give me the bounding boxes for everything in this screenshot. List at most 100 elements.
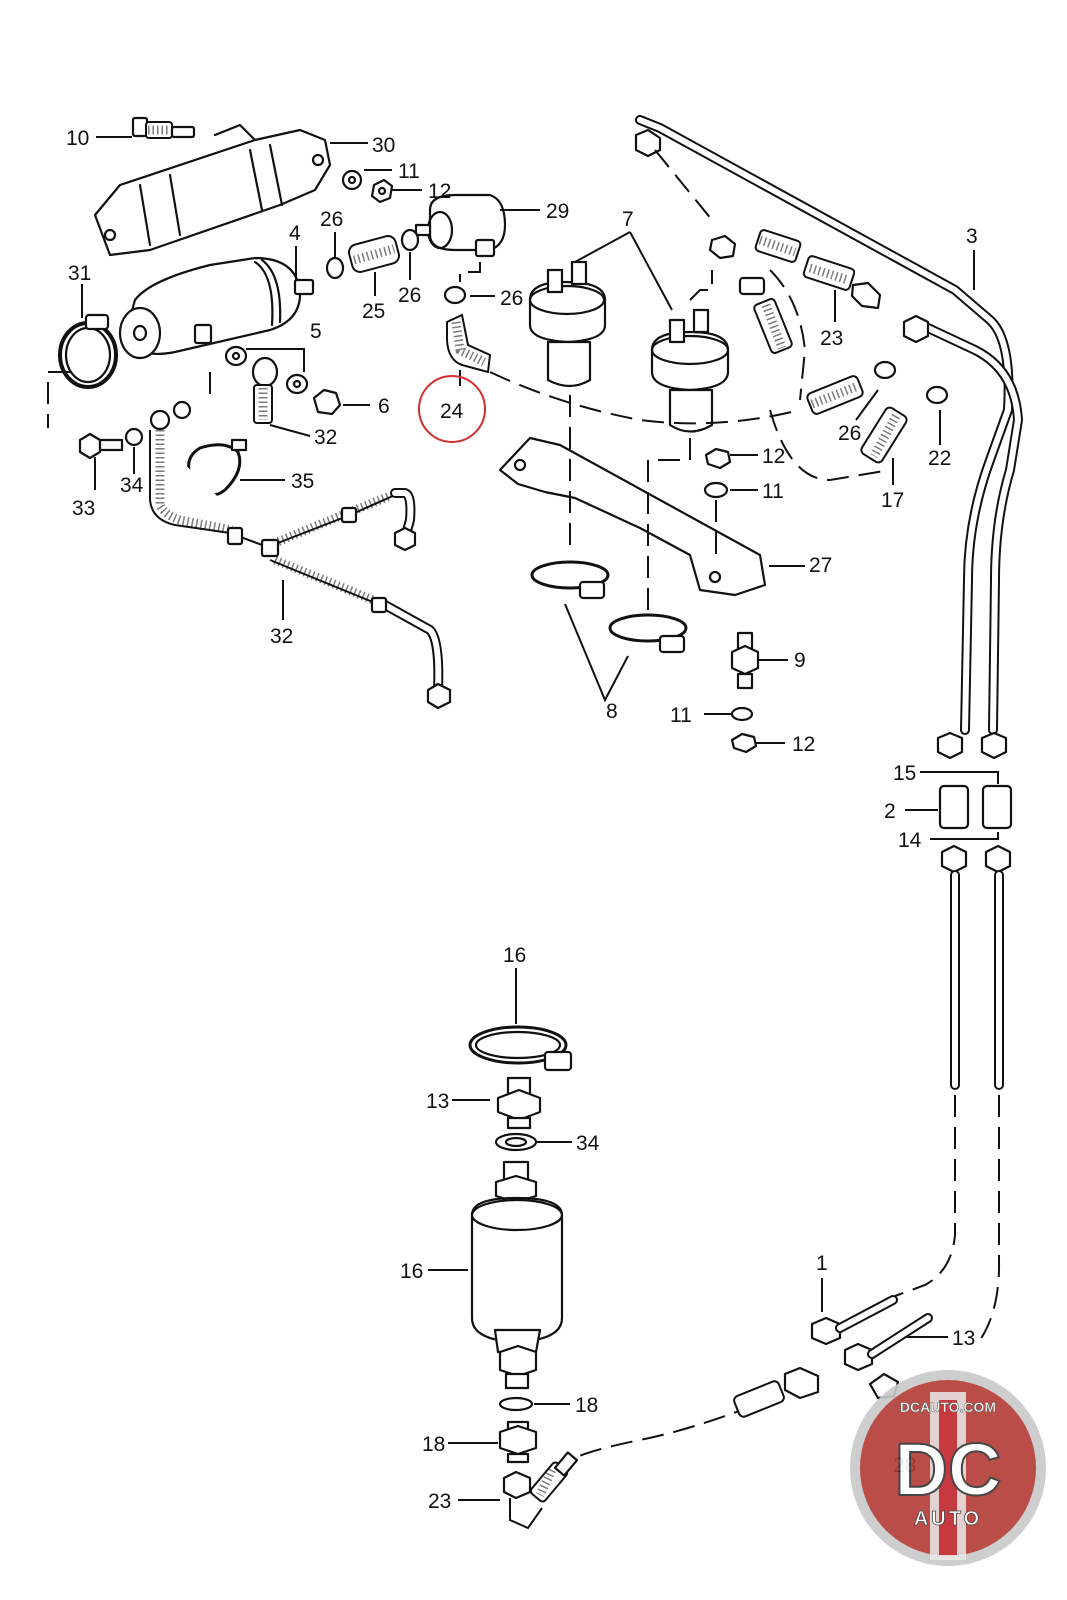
part-3-fuel-lines bbox=[634, 115, 1023, 760]
part-5-washer-b bbox=[285, 373, 309, 395]
part-14-fuel-lines bbox=[940, 844, 1012, 1090]
callout-12-top: 12 bbox=[428, 180, 451, 203]
routing-line-upper-right bbox=[654, 149, 713, 221]
callout-23-a: 23 bbox=[820, 327, 843, 350]
part-26-hose-short bbox=[806, 375, 864, 415]
routing-line-right bbox=[894, 1095, 956, 1297]
routing-vertical-3 bbox=[655, 438, 691, 461]
part-hose-vertical-mid bbox=[738, 276, 793, 355]
banjo-fitting-left bbox=[149, 409, 171, 431]
callout-11-middle: 11 bbox=[762, 480, 784, 503]
callout-27: 27 bbox=[809, 554, 832, 577]
callout-12-middle: 12 bbox=[762, 445, 785, 468]
part-19-washer bbox=[498, 1396, 534, 1412]
callout-24: 24 bbox=[440, 400, 464, 423]
highlight-circle-24 bbox=[418, 375, 486, 443]
part-33-bolt bbox=[78, 432, 124, 460]
part-12-nut-top bbox=[370, 178, 394, 204]
leader-lines bbox=[81, 136, 999, 1501]
watermark-letters: DC bbox=[895, 1428, 1002, 1511]
callout-22: 22 bbox=[928, 447, 951, 470]
routing-line-right-2 bbox=[979, 1095, 1001, 1341]
routing-line-bottom bbox=[569, 1404, 756, 1461]
group-bracket-left bbox=[47, 371, 211, 428]
callout-25: 25 bbox=[362, 300, 385, 323]
part-26-clamp-a bbox=[325, 256, 345, 280]
part-26-clamp-d bbox=[873, 360, 897, 380]
callout-30: 30 bbox=[372, 134, 395, 157]
callout-17: 13 bbox=[426, 1090, 449, 1113]
part-23-elbow bbox=[502, 1451, 579, 1530]
part-4-fuel-pump bbox=[118, 256, 315, 360]
callout-1: 1 bbox=[816, 1252, 828, 1275]
part-26-clamp-b bbox=[400, 228, 420, 252]
part-30-bracket bbox=[93, 123, 332, 257]
part-12-nut-middle bbox=[704, 447, 732, 470]
callout-labels: 10 30 11 12 29 26 4 25 26 26 31 5 6 32 2… bbox=[66, 127, 978, 1513]
callout-10: 10 bbox=[66, 127, 89, 150]
callout-33: 33 bbox=[72, 497, 95, 520]
callout-35: 35 bbox=[291, 470, 314, 493]
callout-4: 4 bbox=[289, 222, 301, 245]
part-8-clamp-right bbox=[608, 613, 688, 654]
callout-16: 16 bbox=[400, 1260, 423, 1283]
part-6-nut bbox=[312, 388, 342, 416]
part-17-fitting bbox=[496, 1076, 542, 1130]
part-21-hose bbox=[860, 406, 908, 464]
part-22-clamp bbox=[925, 385, 949, 405]
part-12-nut-lower bbox=[730, 732, 758, 754]
callout-2: 2 bbox=[884, 800, 896, 823]
part-34-washer-lower bbox=[494, 1132, 538, 1152]
part-20-clamp bbox=[468, 1025, 573, 1072]
callout-32-b: 32 bbox=[270, 625, 293, 648]
part-26-clamp-c bbox=[443, 285, 467, 305]
part-11-washer-top bbox=[341, 169, 363, 191]
callout-12-lower: 12 bbox=[792, 733, 815, 756]
callout-26-d: 26 bbox=[838, 422, 861, 445]
callout-14: 14 bbox=[898, 829, 922, 852]
callout-23-b: 23 bbox=[428, 1490, 451, 1513]
part-8-clamp-left bbox=[530, 560, 610, 600]
part-5-washer-a bbox=[224, 345, 248, 367]
routing-line-up-mid bbox=[769, 269, 891, 482]
part-7-damper-left bbox=[528, 260, 607, 388]
routing-line-damper bbox=[489, 371, 801, 425]
part-24-hose bbox=[446, 313, 492, 374]
part-9-fitting bbox=[730, 631, 760, 690]
part-16-fuel-filter bbox=[470, 1160, 564, 1390]
part-11-washer-middle bbox=[703, 481, 729, 499]
part-34-washer-upper bbox=[124, 427, 144, 447]
part-10-bolt bbox=[131, 116, 196, 139]
callout-8: 8 bbox=[606, 700, 618, 723]
part-31-clamp bbox=[58, 313, 118, 389]
callout-11-lower: 11 bbox=[670, 704, 692, 727]
callout-18: 18 bbox=[422, 1433, 445, 1456]
part-35-strap bbox=[187, 438, 248, 497]
part-13-line-fitting bbox=[843, 1313, 933, 1372]
callout-26-b: 26 bbox=[398, 284, 421, 307]
watermark-word: AUTO bbox=[914, 1508, 982, 1530]
part-18-fitting bbox=[498, 1420, 538, 1464]
callout-20: 16 bbox=[503, 944, 526, 967]
part-11-washer-lower bbox=[730, 706, 754, 722]
callout-3: 3 bbox=[966, 225, 978, 248]
part-7-damper-right bbox=[650, 308, 730, 433]
callout-34-b: 34 bbox=[576, 1132, 600, 1155]
callout-31: 31 bbox=[68, 262, 91, 285]
watermark-domain: DCAUTO.COM bbox=[900, 1399, 996, 1415]
part-23-hose-upper bbox=[708, 229, 882, 310]
callout-21: 17 bbox=[881, 489, 904, 512]
callout-11-top: 11 bbox=[398, 160, 420, 183]
callout-15: 15 bbox=[893, 762, 916, 785]
callout-6: 6 bbox=[378, 395, 390, 418]
routing-dampers-top bbox=[689, 270, 713, 301]
washer-left-top bbox=[172, 400, 192, 420]
part-lower-connector bbox=[733, 1366, 820, 1418]
part-29-accumulator bbox=[414, 193, 507, 258]
part-32-banjo-hose-short bbox=[251, 356, 279, 424]
callout-13: 13 bbox=[952, 1327, 975, 1350]
dcauto-watermark: DCAUTO.COM DC AUTO bbox=[850, 1370, 1046, 1566]
callout-5: 5 bbox=[310, 320, 322, 343]
callout-9: 9 bbox=[794, 649, 806, 672]
